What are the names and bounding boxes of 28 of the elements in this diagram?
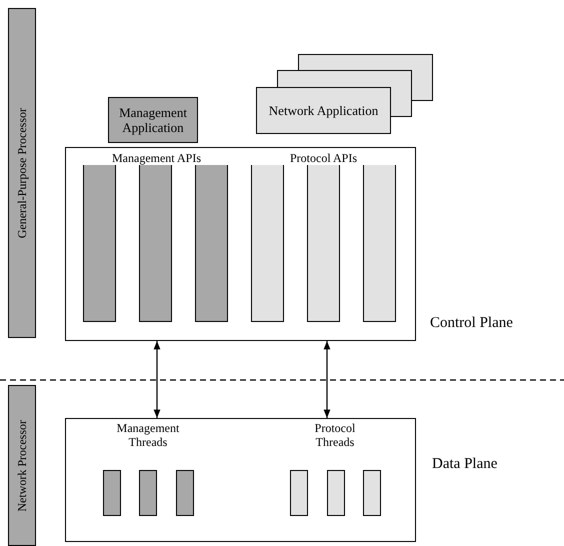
plane-label: Data Plane <box>432 456 498 473</box>
application-label: Management Application <box>118 105 188 135</box>
thread-bar <box>176 470 194 516</box>
thread-bar <box>290 470 308 516</box>
application-box <box>108 97 198 143</box>
group-label: Management Threads <box>116 421 180 449</box>
plane-label: Control Plane <box>430 315 513 332</box>
module-bar <box>195 162 228 322</box>
thread-bar <box>327 470 345 516</box>
connector-arrow <box>324 341 330 418</box>
group-label: Management APIs <box>83 151 230 165</box>
group-label: Protocol APIs <box>251 151 396 165</box>
processor-label: Network Processor <box>14 420 30 512</box>
module-bar <box>363 162 396 322</box>
processor-label: General-Purpose Processor <box>14 108 30 238</box>
application-label: Network Application <box>268 102 380 120</box>
processor-bar <box>8 385 36 546</box>
application-stack <box>256 54 433 134</box>
module-bar <box>251 162 284 322</box>
plane-box <box>65 418 416 542</box>
processor-bar <box>8 8 36 338</box>
connector-arrow <box>154 341 160 418</box>
thread-bar <box>139 470 157 516</box>
thread-bar <box>363 470 381 516</box>
plane-box <box>65 147 416 341</box>
thread-bar <box>103 470 121 516</box>
group-label: Protocol Threads <box>314 421 356 449</box>
module-bar <box>307 162 340 322</box>
